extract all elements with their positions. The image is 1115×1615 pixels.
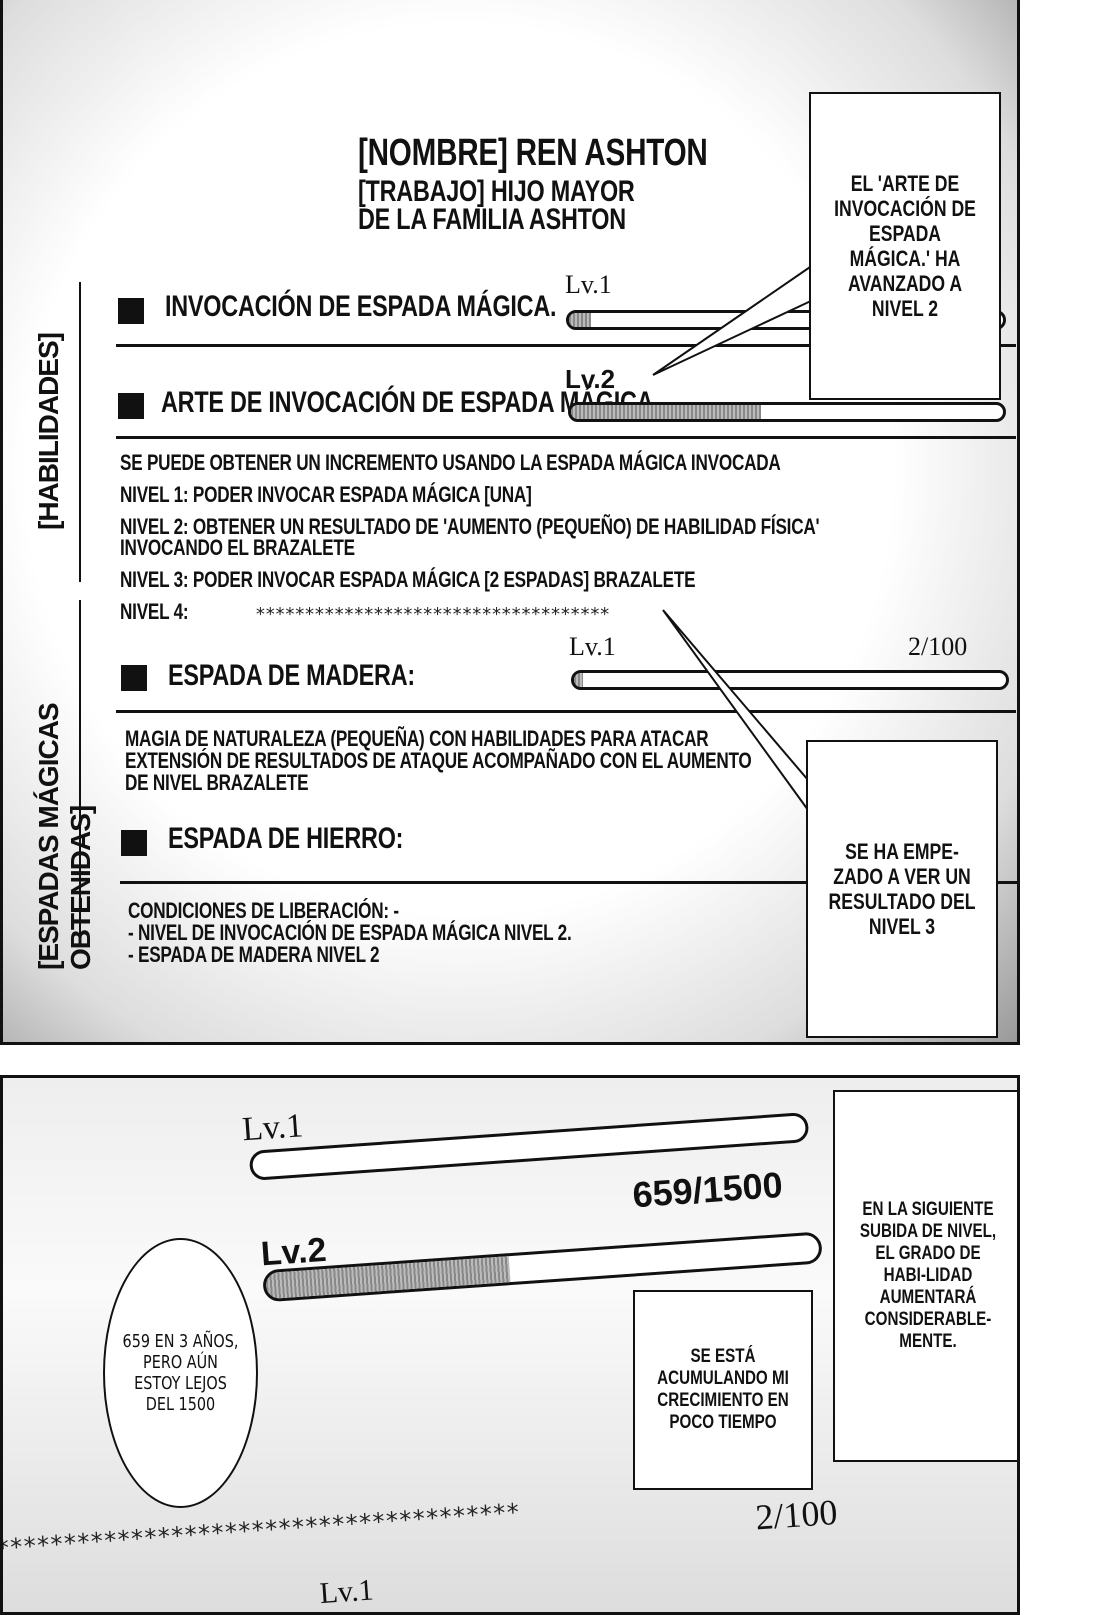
hidden-level-stars: ************************************	[255, 604, 610, 625]
job-line-2: de la familia Ashton	[358, 203, 626, 236]
skill-level: Lv.1	[565, 270, 612, 299]
speech-box: Se está acumulando mi crecimiento en poc…	[633, 1290, 813, 1490]
divider	[116, 344, 1016, 347]
sword-desc: - Espada de madera nivel 2	[128, 942, 380, 967]
speech-box: En la siguiente subida de nivel, el grad…	[833, 1090, 1017, 1462]
square-bullet-icon	[118, 393, 144, 419]
job-line-1: [Trabajo] Hijo mayor	[358, 175, 635, 208]
closeup-stars: ***************************************	[0, 1498, 521, 1563]
sword-name: Espada de madera:	[168, 659, 415, 692]
divider	[79, 600, 81, 940]
skill-level: Lv.2	[565, 364, 616, 394]
sword-name: Espada de hierro:	[168, 822, 404, 855]
square-bullet-icon	[121, 665, 147, 691]
closeup-level-1: Lv.1	[240, 1107, 305, 1149]
status-panel: [Nombre] Ren Ashton [Trabajo] Hijo mayor…	[0, 0, 1020, 1045]
skill-desc: Nivel 2: Obtener un resultado de 'Aument…	[120, 514, 820, 539]
divider	[116, 436, 1016, 439]
divider	[116, 710, 1016, 713]
name-line: [Nombre] Ren Ashton	[358, 132, 708, 174]
square-bullet-icon	[118, 298, 144, 324]
sword-desc: Condiciones de liberación: -	[128, 898, 399, 923]
closeup-count: 659/1500	[631, 1163, 784, 1216]
speech-box: El 'Arte de invocación de espada mágica.…	[809, 92, 1001, 400]
square-bullet-icon	[121, 830, 147, 856]
sword-desc: Extensión de resultados de ataque acompa…	[125, 748, 752, 773]
speech-box: Se ha empe-zado a ver un resultado del n…	[806, 740, 998, 1038]
skill-name: Invocación de espada mágica.	[165, 290, 557, 323]
divider	[120, 881, 1017, 884]
skill-desc: invocando el brazalete	[120, 535, 355, 560]
progress-fill	[569, 313, 591, 327]
sword-count: 2/100	[908, 632, 968, 661]
divider	[79, 282, 81, 582]
closeup-lower-level: Lv.1	[318, 1573, 375, 1611]
skill-progress-bar	[568, 402, 1006, 422]
progress-fill	[574, 673, 583, 687]
sword-desc: - Nivel de invocación de espada mágica n…	[128, 920, 572, 945]
closeup-panel: Lv.1 659/1500 Lv.2 *********************…	[0, 1075, 1020, 1615]
closeup-lower-count: 2/100	[754, 1491, 839, 1538]
thought-bubble: 659 en 3 años, pero aún estoy lejos del …	[103, 1238, 258, 1508]
speech-tails	[652, 264, 814, 811]
progress-fill	[571, 405, 762, 419]
sword-level: Lv.1	[569, 632, 616, 661]
skill-desc: Se puede obtener un incremento usando la…	[120, 450, 781, 475]
sword-desc: de nivel brazalete	[125, 770, 309, 795]
skill-desc: Nivel 3: Poder invocar espada mágica [2 …	[120, 567, 696, 592]
skill-desc: Nivel 1: Poder invocar espada mágica [un…	[120, 482, 532, 507]
skill-desc: Nivel 4:	[120, 599, 189, 624]
sword-desc: Magia de naturaleza (pequeña) con habili…	[125, 726, 709, 751]
sword-progress-bar	[571, 670, 1009, 690]
